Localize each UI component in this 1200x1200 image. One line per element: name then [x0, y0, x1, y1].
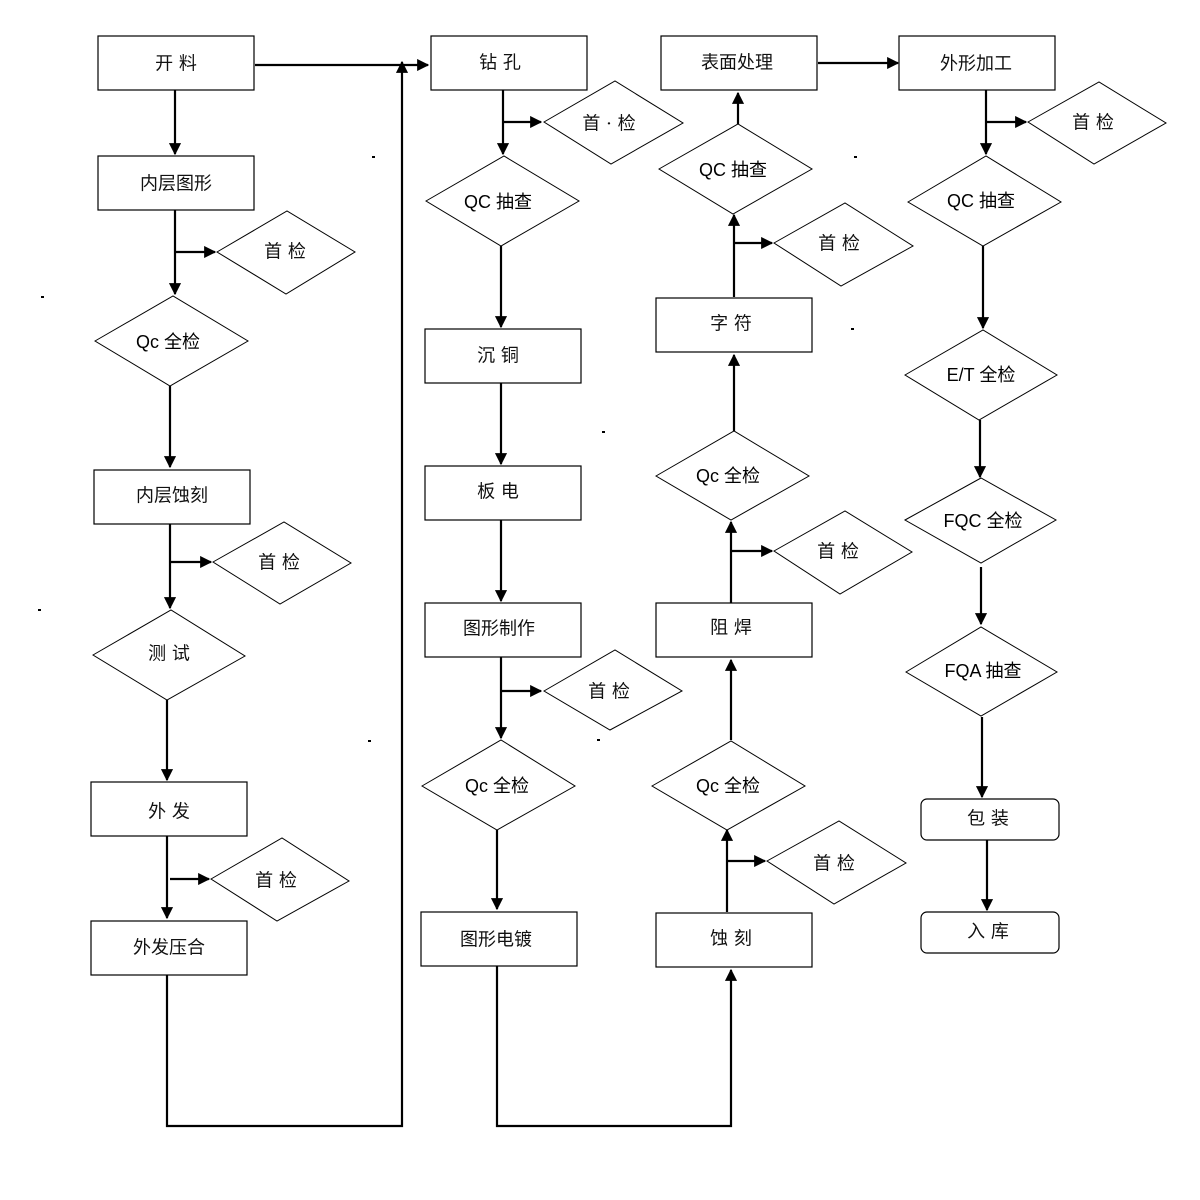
node-bandian: 板 电	[424, 465, 582, 521]
node-ruku: 入 库	[920, 911, 1060, 954]
node-tuxing-zhizuo: 图形制作	[424, 602, 582, 658]
node-label: 图形制作	[463, 619, 535, 640]
node-kailiao: 开 料	[97, 35, 255, 91]
node-label: 外发压合	[133, 938, 205, 959]
node-shoujian-4: 首 · 检	[543, 80, 684, 165]
node-label: Qc 全检	[696, 776, 760, 796]
node-label: 图形电镀	[460, 930, 532, 951]
stray-marks	[38, 156, 857, 742]
node-qc-quanjian-3: Qc 全检	[651, 740, 806, 831]
node-label: E/T 全检	[947, 365, 1016, 385]
arrow-diandu-to-shike	[495, 966, 738, 1128]
node-label: Qc 全检	[696, 466, 760, 486]
node-waifa-yahe: 外发压合	[90, 920, 248, 976]
node-label: 首 检	[1072, 113, 1114, 134]
node-qc-choucha-1: QC 抽查	[425, 155, 580, 247]
node-tuxing-diandu: 图形电镀	[420, 911, 578, 967]
node-waixing-jiagong: 外形加工	[898, 35, 1056, 91]
node-shoujian-2: 首 检	[212, 521, 352, 605]
node-et-quanjian: E/T 全检	[904, 329, 1058, 421]
node-neiceng-tuxing: 内层图形	[97, 155, 255, 211]
node-shike: 蚀 刻	[655, 912, 813, 968]
node-label: QC 抽查	[699, 160, 767, 180]
node-ceshi: 测 试	[92, 609, 246, 701]
node-shoujian-5: 首 检	[543, 649, 684, 731]
node-fqc-quanjian: FQC 全检	[903, 477, 1058, 564]
node-shoujian-8: 首 检	[773, 202, 914, 287]
node-label: 首 检	[813, 854, 855, 875]
node-biaomian-chuli: 表面处理	[660, 35, 818, 91]
node-zifu: 字 符	[655, 297, 813, 353]
node-label: Qc 全检	[465, 776, 529, 796]
node-zuankong: 钻 孔	[430, 35, 588, 91]
node-label: 外 发	[148, 802, 190, 823]
node-fqa-choucha: FQA 抽查	[905, 626, 1058, 717]
node-label: 阻 焊	[710, 618, 752, 639]
node-label: 首 检	[817, 542, 859, 563]
node-shoujian-3: 首 检	[210, 837, 350, 922]
node-label: 首 检	[588, 682, 630, 703]
node-label: 入 库	[967, 922, 1009, 943]
node-label: QC 抽查	[947, 191, 1015, 211]
node-waifa: 外 发	[90, 781, 248, 837]
node-label: 首 检	[258, 553, 300, 574]
node-label: FQA 抽查	[944, 661, 1021, 681]
node-label: QC 抽查	[464, 192, 532, 212]
node-label: 钻 孔	[479, 53, 521, 74]
node-label: 字 符	[710, 314, 752, 335]
node-shoujian-6: 首 检	[766, 820, 907, 905]
node-label: 开 料	[155, 54, 197, 75]
node-label: 表面处理	[701, 53, 773, 74]
node-label: 首 · 检	[582, 114, 635, 135]
node-label: 包 装	[967, 809, 1009, 830]
node-zuhan: 阻 焊	[655, 602, 813, 658]
node-label: 板 电	[477, 482, 519, 503]
node-qc-quanjian-2: Qc 全检	[421, 739, 576, 831]
node-label: 测 试	[148, 644, 190, 665]
node-shoujian-9: 首 检	[1027, 81, 1167, 165]
node-label: 沉 铜	[477, 346, 519, 367]
node-label: 首 检	[818, 234, 860, 255]
node-label: FQC 全检	[944, 511, 1023, 531]
node-baozhuang: 包 装	[920, 798, 1060, 841]
node-shoujian-1: 首 检	[216, 210, 356, 295]
node-label: 首 检	[255, 871, 297, 892]
node-label: 外形加工	[940, 54, 1012, 75]
node-chentong: 沉 铜	[424, 328, 582, 384]
arrow-yahe-to-zuankong	[165, 60, 409, 1128]
node-label: 蚀 刻	[710, 929, 752, 950]
node-qc-choucha-2: QC 抽查	[658, 123, 813, 215]
node-qc-choucha-3: QC 抽查	[907, 155, 1062, 247]
node-label: 内层图形	[140, 174, 212, 195]
node-label: Qc 全检	[136, 332, 200, 352]
node-neiceng-shike: 内层蚀刻	[93, 469, 251, 525]
node-qc-quanjian-4: Qc 全检	[655, 430, 810, 521]
node-label: 首 检	[264, 242, 306, 263]
node-shoujian-7: 首 检	[773, 510, 913, 595]
node-qc-quanjian-1: Qc 全检	[94, 295, 249, 387]
node-label: 内层蚀刻	[136, 486, 208, 507]
connectors	[160, 56, 1028, 1128]
